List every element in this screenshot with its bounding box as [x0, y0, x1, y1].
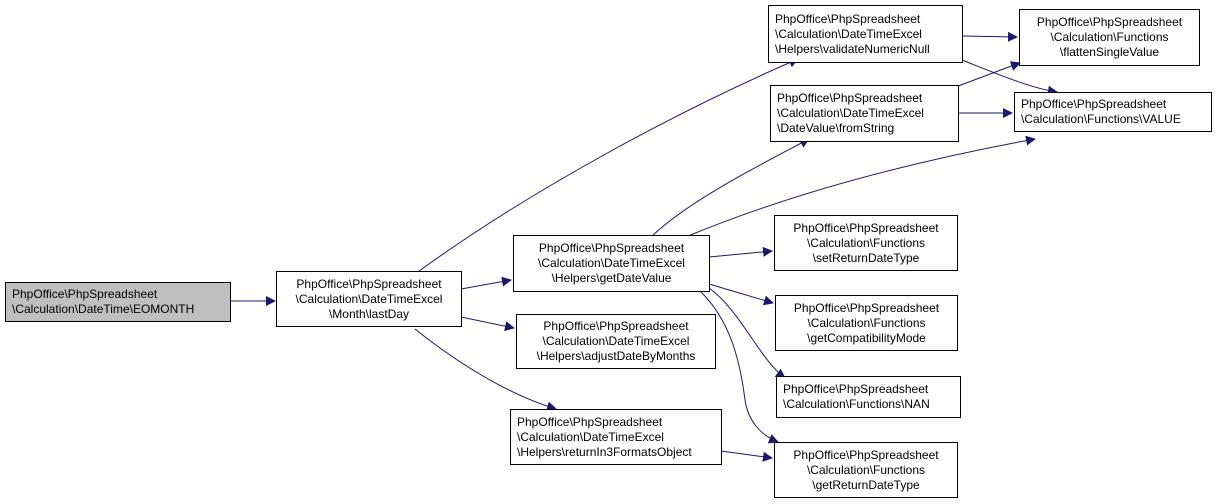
node-returnin3formatsobject-line-2: \Calculation\DateTimeExcel [517, 429, 664, 444]
node-getdatevalue-line-3: \Helpers\getDateValue [551, 271, 672, 285]
node-validatenumericnull-line-3: \Helpers\validateNumericNull [775, 41, 930, 56]
node-adjustdatebymonths[interactable]: PhpOffice\PhpSpreadsheet \Calculation\Da… [516, 314, 716, 369]
node-adjustdatebymonths-line-3: \Helpers\adjustDateByMonths [536, 349, 696, 363]
node-adjustdatebymonths-line-1: PhpOffice\PhpSpreadsheet [543, 319, 689, 333]
node-value[interactable]: PhpOffice\PhpSpreadsheet \Calculation\Fu… [1014, 92, 1212, 132]
node-returnin3formatsobject-line-3: \Helpers\returnIn3FormatsObject [517, 444, 692, 459]
node-returnin3formatsobject[interactable]: PhpOffice\PhpSpreadsheet \Calculation\Da… [510, 409, 722, 465]
node-lastday[interactable]: PhpOffice\PhpSpreadsheet \Calculation\Da… [276, 271, 462, 327]
edge-lastday-to-returnin3formatsobject [414, 328, 557, 412]
node-returnin3formatsobject-line-1: PhpOffice\PhpSpreadsheet [517, 414, 663, 429]
node-lastday-line-2: \Calculation\DateTimeExcel [295, 291, 443, 306]
node-setreturndatetype-line-1: PhpOffice\PhpSpreadsheet [793, 220, 939, 235]
edge-getdatevalue-to-fromstring [651, 138, 810, 237]
node-nan-line-1: PhpOffice\PhpSpreadsheet [783, 382, 929, 396]
node-validatenumericnull-line-2: \Calculation\DateTimeExcel [775, 26, 922, 41]
node-flattensinglevalue-line-3: \flattenSingleValue [1059, 45, 1160, 59]
node-eomonth-line-2: \Calculation\DateTime\EOMONTH [12, 302, 195, 316]
node-getreturndatetype-line-3: \getReturnDateType [812, 477, 920, 492]
edge-fromstring-to-flattensinglevalue [957, 61, 1021, 87]
node-getreturndatetype-line-2: \Calculation\Functions [806, 462, 926, 477]
node-nan[interactable]: PhpOffice\PhpSpreadsheet \Calculation\Fu… [776, 376, 961, 418]
node-adjustdatebymonths-line-2: \Calculation\DateTimeExcel [542, 334, 690, 348]
node-setreturndatetype[interactable]: PhpOffice\PhpSpreadsheet \Calculation\Fu… [774, 215, 958, 271]
edge-getdatevalue-to-setreturndatetype [708, 246, 773, 258]
node-getdatevalue[interactable]: PhpOffice\PhpSpreadsheet \Calculation\Da… [513, 235, 710, 292]
edge-lastday-to-validatenumericnull [414, 57, 799, 275]
node-fromstring-line-1: PhpOffice\PhpSpreadsheet [777, 91, 923, 105]
node-value-line-2: \Calculation\Functions\VALUE [1021, 112, 1181, 126]
node-validatenumericnull[interactable]: PhpOffice\PhpSpreadsheet \Calculation\Da… [768, 5, 963, 63]
node-getcompatibilitymode-line-2: \Calculation\Functions [807, 315, 926, 330]
edge-lastday-to-adjustdatebymonths [460, 316, 515, 332]
node-nan-line-2: \Calculation\Functions\NAN [783, 397, 930, 411]
node-flattensinglevalue[interactable]: PhpOffice\PhpSpreadsheet \Calculation\Fu… [1019, 9, 1200, 66]
edge-returnin3formatsobject-to-getreturndatetype [720, 450, 773, 462]
edge-validatenumericnull-to-value [961, 59, 1058, 96]
node-getreturndatetype-line-1: PhpOffice\PhpSpreadsheet [793, 447, 939, 462]
node-value-line-1: PhpOffice\PhpSpreadsheet [1021, 97, 1167, 111]
edge-getdatevalue-to-nan [708, 287, 786, 379]
node-fromstring-line-3: \DateValue\fromString [777, 121, 895, 135]
node-setreturndatetype-line-2: \Calculation\Functions [806, 235, 926, 250]
node-setreturndatetype-line-3: \setReturnDateType [812, 250, 920, 265]
node-validatenumericnull-line-1: PhpOffice\PhpSpreadsheet [775, 11, 921, 26]
node-getcompatibilitymode[interactable]: PhpOffice\PhpSpreadsheet \Calculation\Fu… [775, 295, 958, 351]
node-lastday-line-1: PhpOffice\PhpSpreadsheet [296, 276, 442, 291]
node-eomonth: PhpOffice\PhpSpreadsheet \Calculation\Da… [5, 282, 231, 322]
node-flattensinglevalue-line-1: PhpOffice\PhpSpreadsheet [1036, 15, 1183, 29]
node-getcompatibilitymode-line-3: \getCompatibilityMode [807, 330, 926, 345]
edge-getdatevalue-to-getreturndatetype [699, 290, 779, 444]
edge-getdatevalue-to-value [687, 135, 1036, 237]
node-eomonth-line-1: PhpOffice\PhpSpreadsheet [12, 287, 158, 301]
edge-getdatevalue-to-getcompatibilitymode [708, 283, 774, 306]
node-lastday-line-3: \Month\lastDay [328, 306, 410, 321]
node-fromstring[interactable]: PhpOffice\PhpSpreadsheet \Calculation\Da… [770, 85, 959, 142]
node-getreturndatetype[interactable]: PhpOffice\PhpSpreadsheet \Calculation\Fu… [774, 442, 958, 498]
edge-lastday-to-getdatevalue [460, 276, 512, 290]
node-getdatevalue-line-2: \Calculation\DateTimeExcel [538, 256, 685, 270]
node-getcompatibilitymode-line-1: PhpOffice\PhpSpreadsheet [793, 300, 940, 315]
edge-validatenumericnull-to-flattensinglevalue [961, 31, 1018, 42]
node-flattensinglevalue-line-2: \Calculation\Functions [1050, 30, 1169, 44]
node-getdatevalue-line-1: PhpOffice\PhpSpreadsheet [538, 241, 685, 255]
node-fromstring-line-2: \Calculation\DateTimeExcel [777, 106, 924, 120]
